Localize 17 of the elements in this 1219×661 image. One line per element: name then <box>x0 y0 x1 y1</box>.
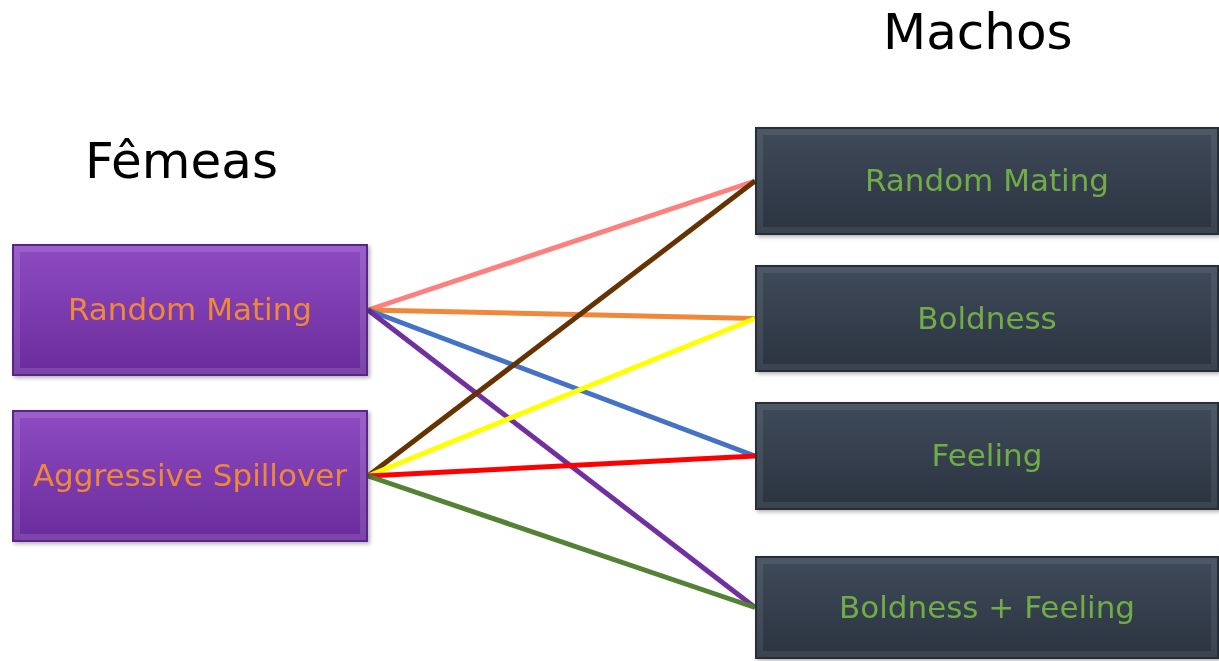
group-heading: Fêmeas <box>85 132 278 190</box>
male-strategy-box <box>755 127 1219 235</box>
strategy-label: Random Mating <box>863 161 1110 201</box>
strategy-label: Random Mating <box>66 290 313 330</box>
strategy-label: Aggressive Spillover <box>31 456 349 496</box>
connector-line <box>367 453 756 479</box>
male-strategy-box <box>755 265 1219 372</box>
connector-line <box>367 473 756 610</box>
connector-line <box>367 307 756 321</box>
group-heading: Machos <box>883 3 1073 61</box>
strategy-label: Feeling <box>930 436 1044 476</box>
female-strategy-box <box>12 244 368 376</box>
male-strategy-box <box>755 556 1219 659</box>
strategy-label: Boldness <box>916 298 1058 338</box>
female-strategy-box <box>12 410 368 542</box>
strategy-label: Boldness + Feeling <box>837 587 1137 627</box>
male-strategy-box <box>755 402 1219 510</box>
